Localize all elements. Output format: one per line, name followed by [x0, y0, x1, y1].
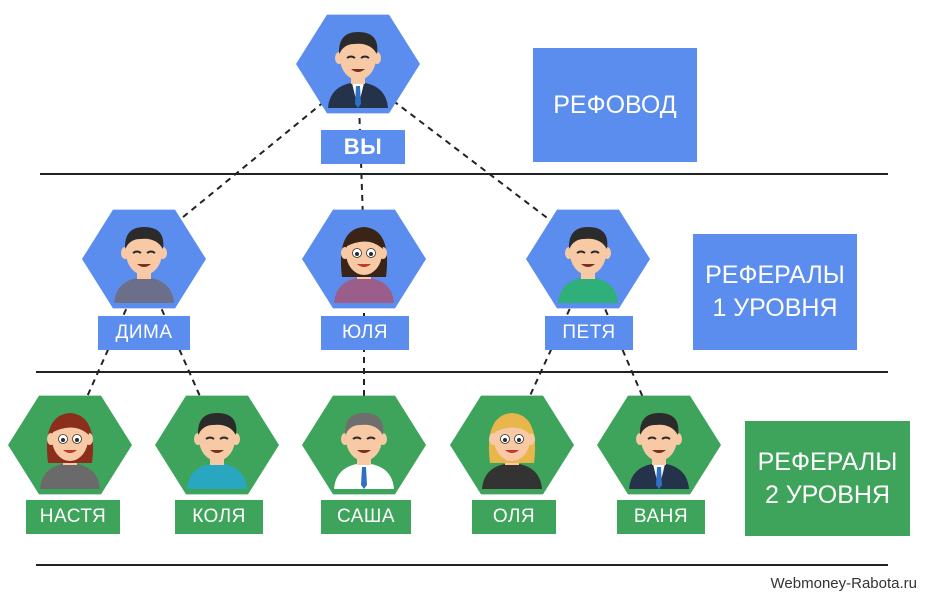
link-dima-nastya [69, 268, 145, 436]
person-node-sasha [302, 395, 426, 495]
name-tag-olya: ОЛЯ [472, 500, 556, 534]
person-node-petya [526, 209, 650, 309]
name-tag-vanya: ВАНЯ [617, 500, 705, 534]
person-node-kolya [155, 395, 279, 495]
link-dima-kolya [143, 268, 218, 436]
name-tag-sasha: САША [321, 500, 411, 534]
link-petya-olya [511, 268, 589, 436]
level-label-referrer: РЕФОВОД [553, 90, 677, 119]
level2-box [745, 421, 910, 536]
person-node-you [296, 14, 420, 114]
boy-avatar-icon [558, 227, 618, 303]
person-node-vanya [597, 395, 721, 495]
name-tag-nastya: НАСТЯ [26, 500, 120, 534]
woman-blonde-avatar-icon [482, 413, 542, 489]
man-suit-avatar-icon [629, 413, 689, 489]
man-suit-avatar-icon [328, 32, 388, 108]
woman-redhair-avatar-icon [40, 413, 100, 489]
name-tag-you: ВЫ [321, 130, 405, 164]
level-label-first: РЕФЕРАЛЫ 1 УРОВНЯ [705, 261, 845, 322]
man-vest-avatar-icon [114, 227, 174, 303]
level1-box [693, 234, 857, 350]
name-tag-yulya: ЮЛЯ [321, 316, 409, 350]
link-you-petya [357, 73, 589, 250]
man-avatar-icon [187, 413, 247, 489]
person-node-nastya [8, 395, 132, 495]
link-petya-vanya [587, 268, 660, 436]
level-label-second: РЕФЕРАЛЫ 2 УРОВНЯ [757, 447, 898, 509]
name-tag-kolya: КОЛЯ [175, 500, 263, 534]
person-node-dima [82, 209, 206, 309]
man-gray-hair-avatar-icon [334, 413, 394, 489]
referrer-box [533, 48, 697, 162]
name-tag-dima: ДИМА [98, 316, 190, 350]
name-tag-petya: ПЕТЯ [545, 316, 633, 350]
person-node-yulya [302, 209, 426, 309]
person-node-olya [450, 395, 574, 495]
woman-avatar-icon [334, 227, 394, 303]
watermark: Webmoney-Rabota.ru [770, 575, 917, 592]
